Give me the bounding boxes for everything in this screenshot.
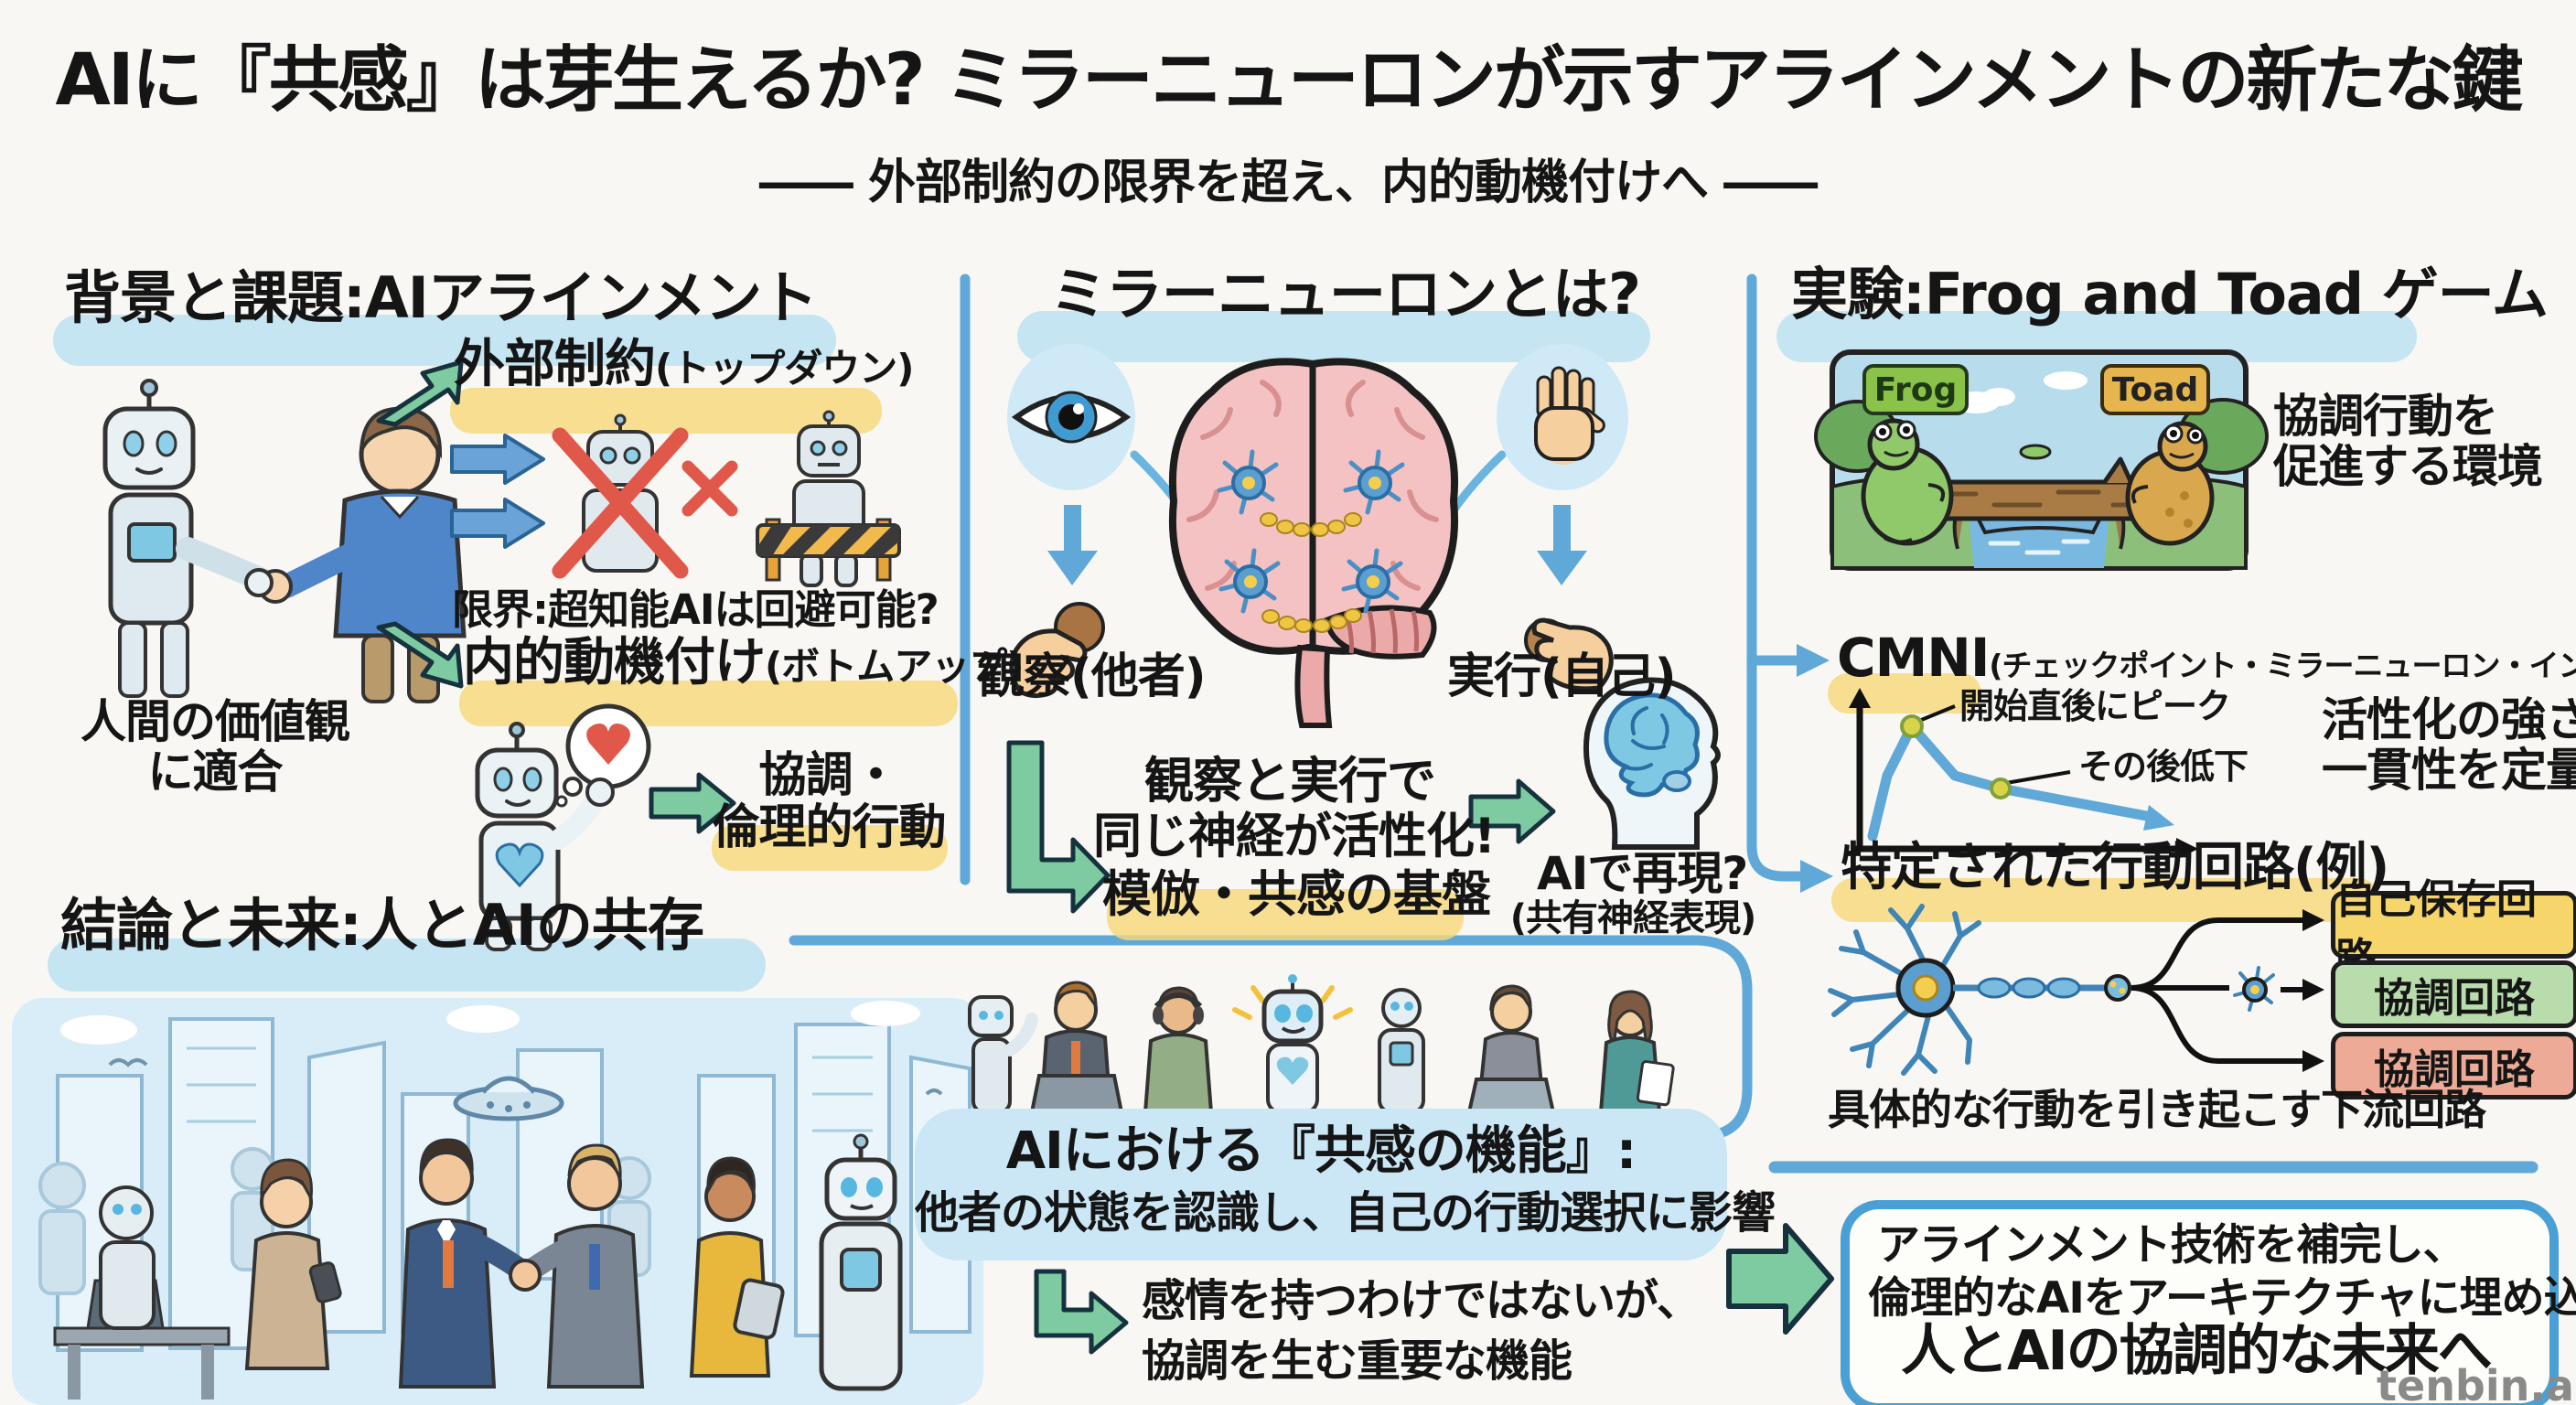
conclusion-heading: 結論と未来:人とAIの共存 (60, 892, 704, 959)
limit-caption: 限界:超知能AIは回避可能? (452, 585, 939, 634)
hand-icon (1497, 344, 1628, 490)
background-heading: 背景と課題:AIアラインメント (64, 264, 818, 331)
future-city-scene (12, 998, 983, 1405)
chart-decline-annotation: その後低下 (2078, 746, 2249, 787)
note-line2: 協調を生む重要な機能 (1142, 1335, 1572, 1387)
background-heading-highlight (53, 315, 836, 366)
external-constraint-label: 外部制約(トップダウン) (454, 335, 914, 394)
arrow-down-icon (1537, 505, 1587, 585)
internal-highlight (459, 681, 958, 726)
mirror-finding-line2: 同じ神経が活性化! (1093, 809, 1496, 864)
conclusion-box-line2: 倫理的なAIをアーキテクチャに埋め込む! (1868, 1273, 2576, 1324)
cmni-chart (1849, 688, 2198, 860)
ai-head-brain-icon (1583, 677, 1721, 850)
cmni-label: CMNI(チェックポイント・ミラーニューロン・インデックス) (1837, 627, 2576, 689)
human-robot-meeting-scene (968, 974, 1675, 1114)
environment-text: 協調行動を促進する環境 (2273, 390, 2543, 493)
mirror-finding-line3: 模倣・共感の基盤 (1102, 865, 1491, 923)
robot-behind-barrier-icon (756, 410, 901, 587)
arrow-down-icon (1047, 505, 1098, 585)
page-title: AIに『共感』は芽生えるか? ミラーニューロンが示すアラインメントの新たな鍵 (55, 39, 2523, 122)
circuit-box-self-preservation: 自己保存回路 (2331, 876, 2576, 981)
toad-label: Toad (2100, 364, 2210, 415)
mirror-finding-highlight (1107, 889, 1464, 940)
hand-grasp-object-icon (1524, 617, 1614, 692)
outcome-label: 協調・倫理的行動 (712, 748, 946, 856)
circuit-box-cooperation-2: 協調回路 (2331, 1032, 2576, 1099)
chart-peak-annotation: 開始直後にピーク (1959, 686, 2231, 726)
conclusion-box-line1: アラインメント技術を補完し、 (1877, 1220, 2466, 1271)
arrow-right-icon (1468, 778, 1556, 844)
mirror-heading: ミラーニューロンとは? (1050, 261, 1641, 327)
circuits-heading-highlight (1831, 878, 2380, 922)
mirror-finding-line1: 観察と実行で (1144, 752, 1436, 810)
note-line1: 感情を持つわけではないが、 (1142, 1275, 1701, 1326)
page-subtitle: ―― 外部制約の限界を超え、内的動機付けへ ―― (758, 156, 1818, 210)
brain-illustration (1168, 358, 1459, 728)
cross-icon (682, 460, 738, 517)
hand-grasp-object-icon (1009, 602, 1105, 699)
empathy-speech-bubble (915, 1109, 1727, 1260)
bubble-line1: AIにおける『共感の機能』: (1005, 1121, 1637, 1181)
blue-double-arrow-icon (450, 434, 545, 549)
quantify-text: 活性化の強さと一貫性を定量化 (2322, 693, 2576, 797)
watermark: tenbin.ai (2377, 1361, 2576, 1405)
experiment-heading: 実験:Frog and Toad ゲーム (1791, 261, 2549, 327)
circuits-heading: 特定された行動回路(例) (1841, 838, 2389, 897)
arrow-down-right-icon (376, 621, 464, 689)
neuron-circuit-illustration (1828, 904, 2324, 1076)
conclusion-box (1841, 1200, 2559, 1405)
arrow-right-icon (1726, 1223, 1834, 1335)
frog-label: Frog (1862, 364, 1969, 415)
bubble-line2: 他者の状態を認識し、自己の行動選択に影響 (915, 1187, 1776, 1239)
robot-human-handshake-illustration (102, 379, 467, 703)
eye-icon (1007, 344, 1135, 490)
values-caption: 人間の価値観に適合 (80, 695, 350, 799)
ai-question: AIで再現? (1537, 847, 1748, 900)
arrow-elbow-right-icon (1034, 1269, 1129, 1355)
conclusion-heading-highlight (48, 938, 766, 992)
arrow-up-right-icon (376, 359, 464, 427)
conclusion-box-line3: 人とAIの協調的な未来へ (1901, 1319, 2493, 1383)
robot-heart-illustration (475, 703, 651, 951)
arrow-right-icon (649, 772, 736, 834)
crossed-out-robot-icon (552, 413, 689, 579)
outcome-highlight (712, 825, 948, 871)
observe-caption: 観察(他者) (977, 649, 1207, 704)
arrow-elbow-right-icon (1006, 740, 1111, 914)
circuits-caption: 具体的な行動を引き起こす下流回路 (1828, 1085, 2486, 1134)
internal-motivation-label: 内的動機付け(ボトムアップ) (463, 633, 1024, 692)
ai-question-paren: (共有神経表現) (1509, 897, 1757, 939)
circuit-box-cooperation-1: 協調回路 (2331, 960, 2576, 1028)
execute-caption: 実行(自己) (1447, 649, 1677, 704)
